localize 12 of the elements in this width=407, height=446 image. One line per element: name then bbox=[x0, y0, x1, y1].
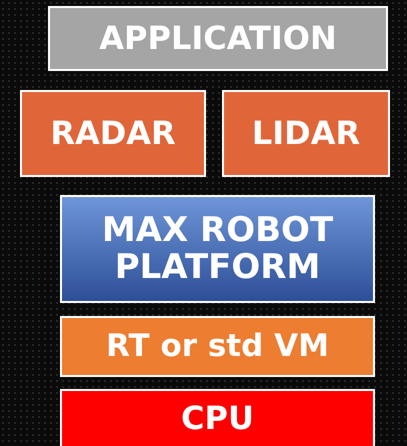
layer-box bbox=[60, 389, 375, 446]
layer-label: MAX ROBOT PLATFORM bbox=[100, 212, 334, 286]
layer-box bbox=[60, 195, 375, 303]
layer-label: RADAR bbox=[49, 116, 177, 152]
layer-box bbox=[48, 6, 388, 71]
layer-label: RT or std VM bbox=[105, 329, 330, 364]
layer-label: CPU bbox=[180, 401, 255, 437]
layer-box bbox=[222, 90, 390, 177]
layer-box bbox=[20, 90, 206, 177]
layer-label: LIDAR bbox=[250, 116, 362, 152]
layer-label: APPLICATION bbox=[98, 20, 338, 56]
layer-box bbox=[60, 316, 375, 377]
